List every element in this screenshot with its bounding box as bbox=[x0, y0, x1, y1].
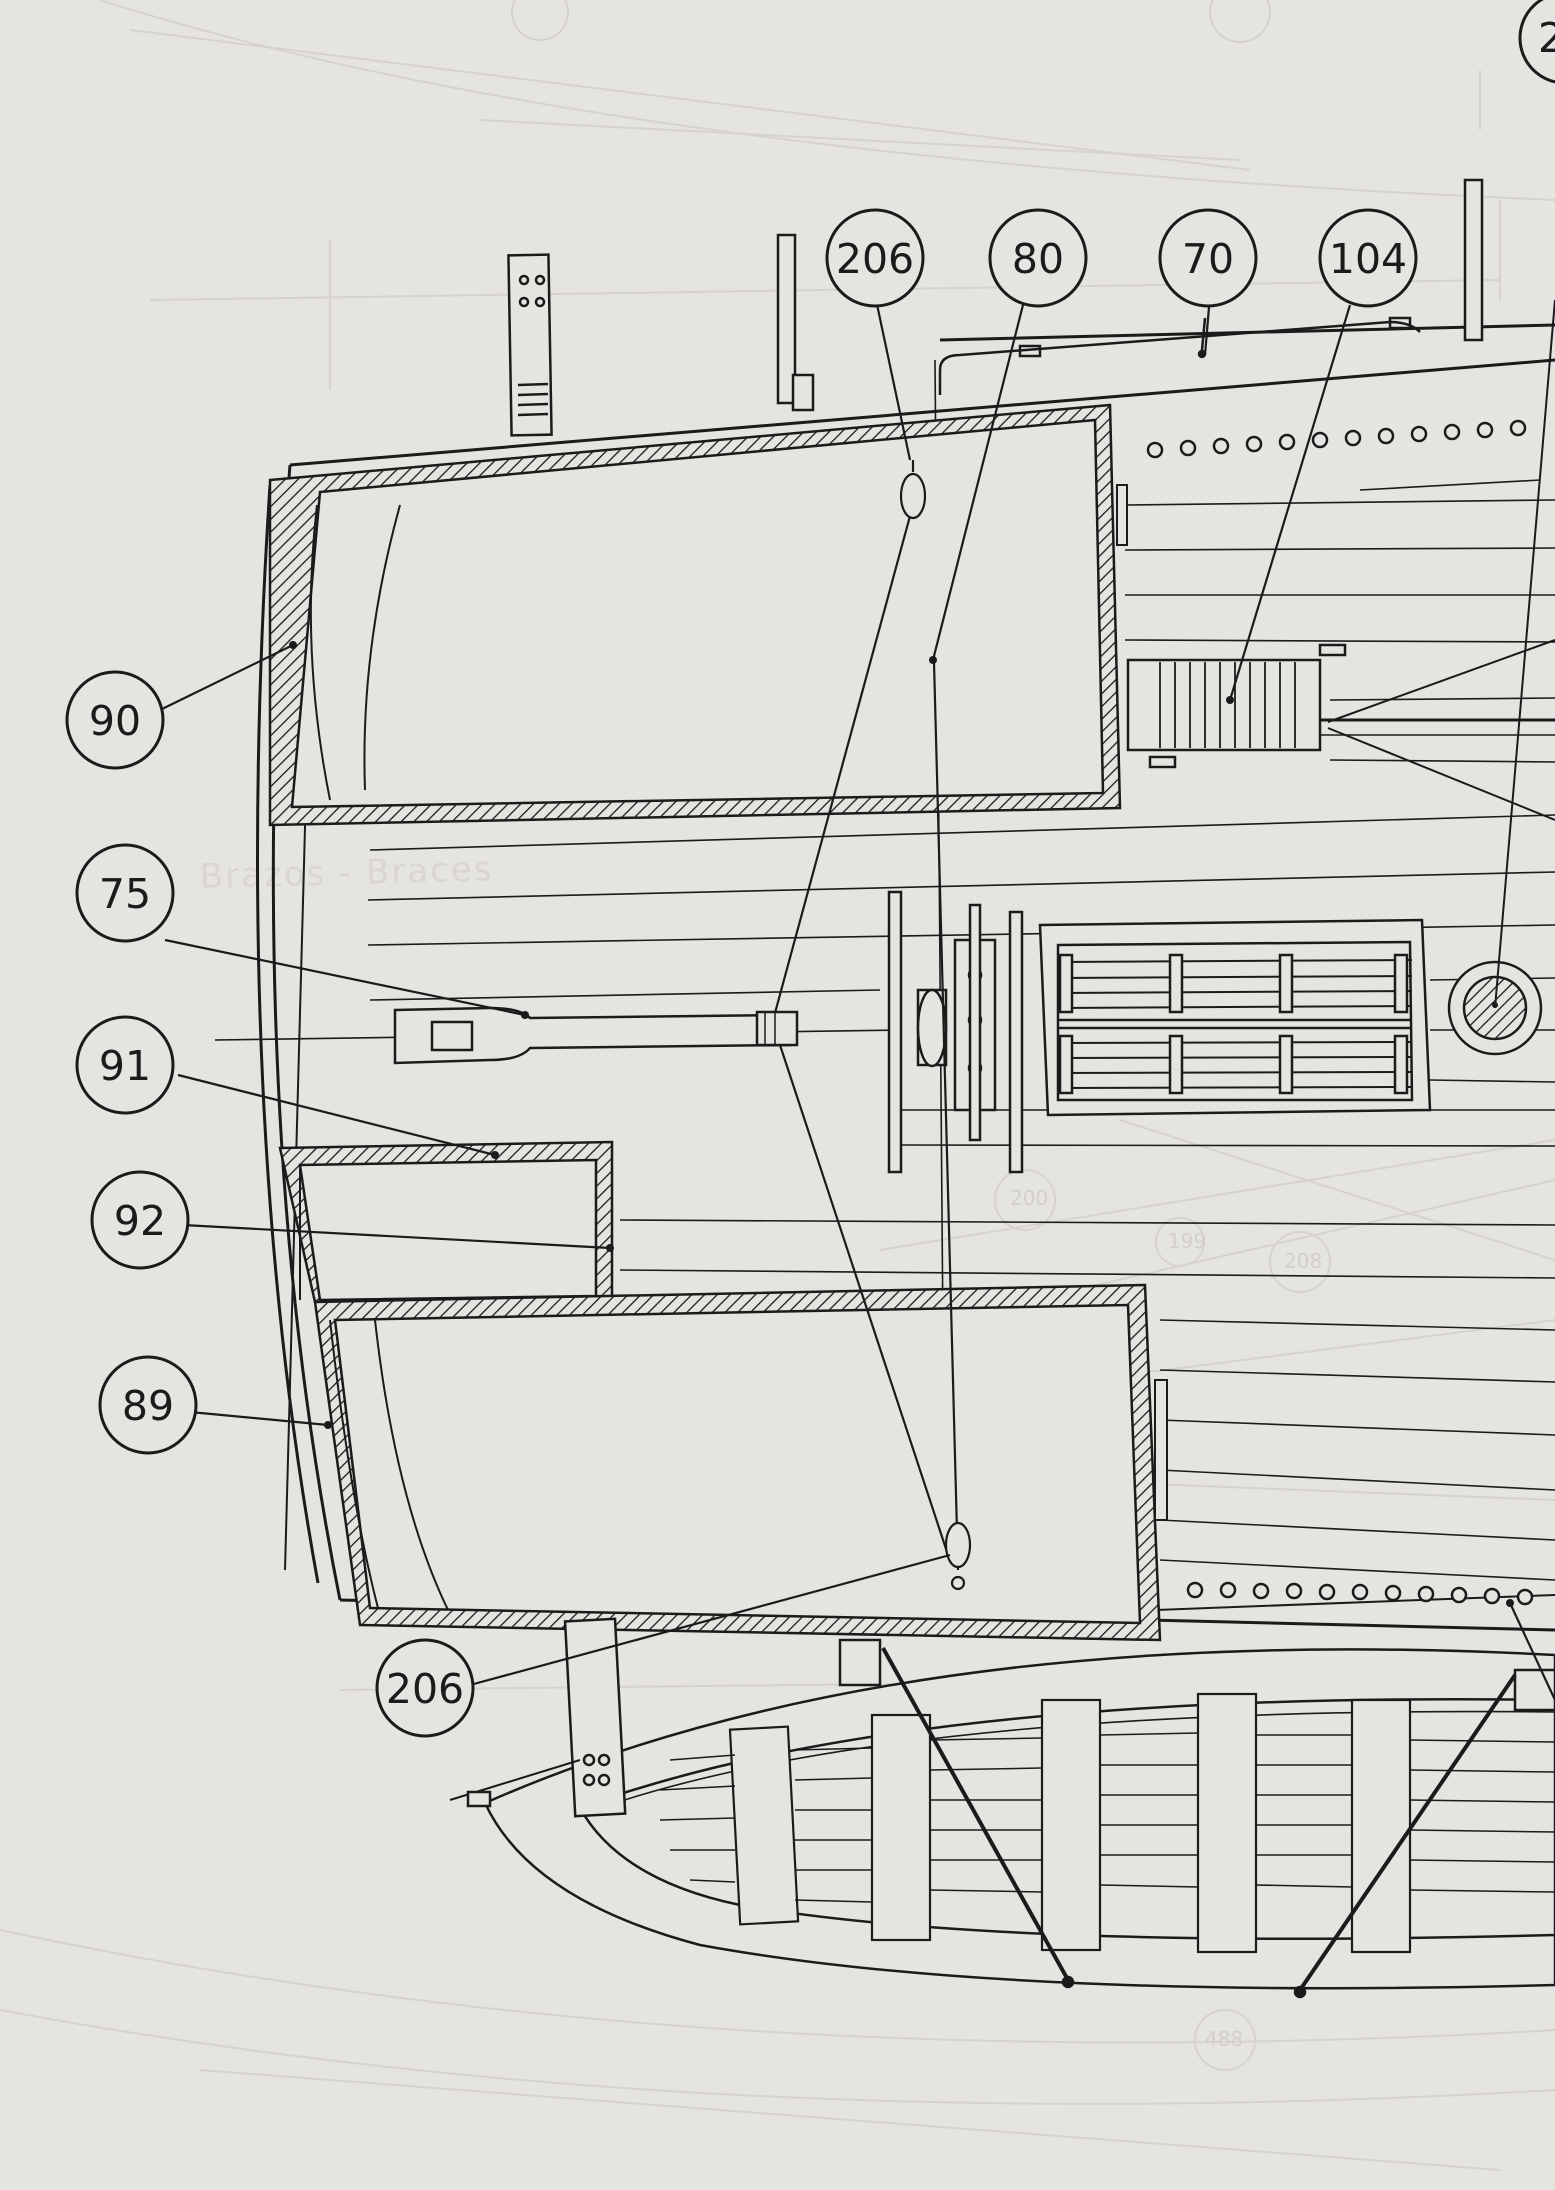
callout-label-75: 75 bbox=[99, 870, 151, 918]
callout-label-90: 90 bbox=[89, 697, 141, 745]
ghost-label-braces: Brazos - Braces bbox=[199, 849, 494, 897]
callout-circle-206-bottom bbox=[375, 1638, 475, 1738]
callout-circle-70 bbox=[1158, 208, 1258, 308]
callout-label-206-top: 206 bbox=[836, 235, 914, 283]
top-rail bbox=[938, 316, 1421, 395]
callout-circle-206-top bbox=[825, 208, 925, 308]
callout-circle-91 bbox=[75, 1015, 175, 1115]
callout-circle-104 bbox=[1318, 208, 1418, 308]
mast bbox=[1447, 299, 1555, 1056]
ghost-callout-208: 208 bbox=[1284, 1249, 1322, 1273]
callout-circle-89 bbox=[98, 1355, 198, 1455]
callout-label-206-bottom: 206 bbox=[386, 1665, 464, 1713]
callout-circle-75 bbox=[75, 843, 175, 943]
portholes-upper bbox=[1146, 419, 1527, 459]
callout-label-89: 89 bbox=[122, 1382, 174, 1430]
callout-label-partial: 2 bbox=[1538, 14, 1555, 62]
companionway-ladder bbox=[1126, 639, 1555, 821]
callout-label-70: 70 bbox=[1182, 235, 1234, 283]
callout-circle-80 bbox=[988, 208, 1088, 308]
portholes-lower bbox=[1186, 1581, 1534, 1606]
grating-hatch bbox=[1038, 918, 1432, 1117]
callout-bubbles bbox=[65, 0, 1555, 1738]
callout-circle-92 bbox=[90, 1170, 190, 1270]
callout-label-91: 91 bbox=[99, 1042, 151, 1090]
callout-circle-partial bbox=[1518, 0, 1555, 84]
leader-dots bbox=[289, 641, 1514, 1607]
callout-label-80: 80 bbox=[1012, 235, 1064, 283]
callout-labels: 2 206 80 70 104 90 75 91 92 89 206 bbox=[89, 14, 1555, 1713]
ghost-callout-488: 488 bbox=[1205, 2027, 1243, 2051]
cabin-lower bbox=[278, 1140, 1168, 1642]
callout-circle-90 bbox=[65, 670, 165, 770]
callout-label-104: 104 bbox=[1329, 235, 1407, 283]
leader-lines bbox=[159, 294, 1555, 1701]
davit-posts-top bbox=[507, 178, 1484, 437]
tackle-rigging bbox=[773, 460, 972, 1591]
ghost-callout-200: 200 bbox=[1010, 1186, 1048, 1210]
deck-house-upper bbox=[268, 403, 1128, 827]
steering-gear bbox=[887, 890, 1024, 1174]
lifeboat bbox=[449, 1617, 1555, 1999]
callout-label-92: 92 bbox=[114, 1197, 166, 1245]
tiller bbox=[214, 1006, 901, 1065]
ghost-callout-199: 199 bbox=[1168, 1229, 1206, 1253]
